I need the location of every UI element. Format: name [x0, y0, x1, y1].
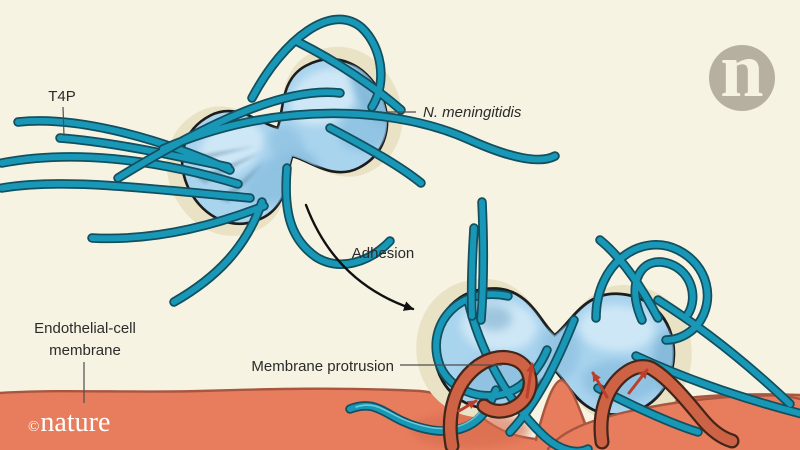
pili-adhered — [350, 202, 800, 450]
protrusion-label: Membrane protrusion — [251, 358, 394, 375]
protrusion-arrow — [457, 399, 478, 413]
wordmark-text: nature — [40, 407, 110, 438]
membrane-label-group: Endothelial-cell membrane — [34, 320, 136, 403]
protrusion-arrow — [525, 362, 536, 399]
adhesion-label: Adhesion — [352, 245, 415, 262]
nature-logo: n — [709, 26, 775, 113]
protrusion-arrow — [591, 371, 609, 399]
adhesion-group: Adhesion — [304, 203, 415, 311]
protrusion-arrows — [457, 362, 649, 413]
logo-circle — [709, 45, 775, 111]
t4p-label-group: T4P — [48, 88, 76, 137]
species-label-group: N. meningitidis — [386, 104, 522, 121]
membrane-front-swell-edge — [546, 394, 800, 450]
species-label: N. meningitidis — [423, 104, 522, 121]
protrusion-arrow — [627, 368, 649, 395]
membrane-neck-bump-edge — [534, 378, 592, 442]
nature-wordmark: ©nature — [28, 407, 110, 438]
t4p-label: T4P — [48, 88, 76, 105]
membrane-label-line1: Endothelial-cell — [34, 320, 136, 337]
logo-letter: n — [720, 26, 763, 113]
adhesion-arrow — [304, 203, 415, 311]
copyright-symbol: © — [28, 419, 39, 435]
t4p-leader-line — [62, 106, 65, 137]
membrane-label-line2: membrane — [49, 342, 121, 359]
pilus-highlight-stripe — [355, 404, 481, 430]
protrusion-label-group: Membrane protrusion — [251, 358, 502, 375]
